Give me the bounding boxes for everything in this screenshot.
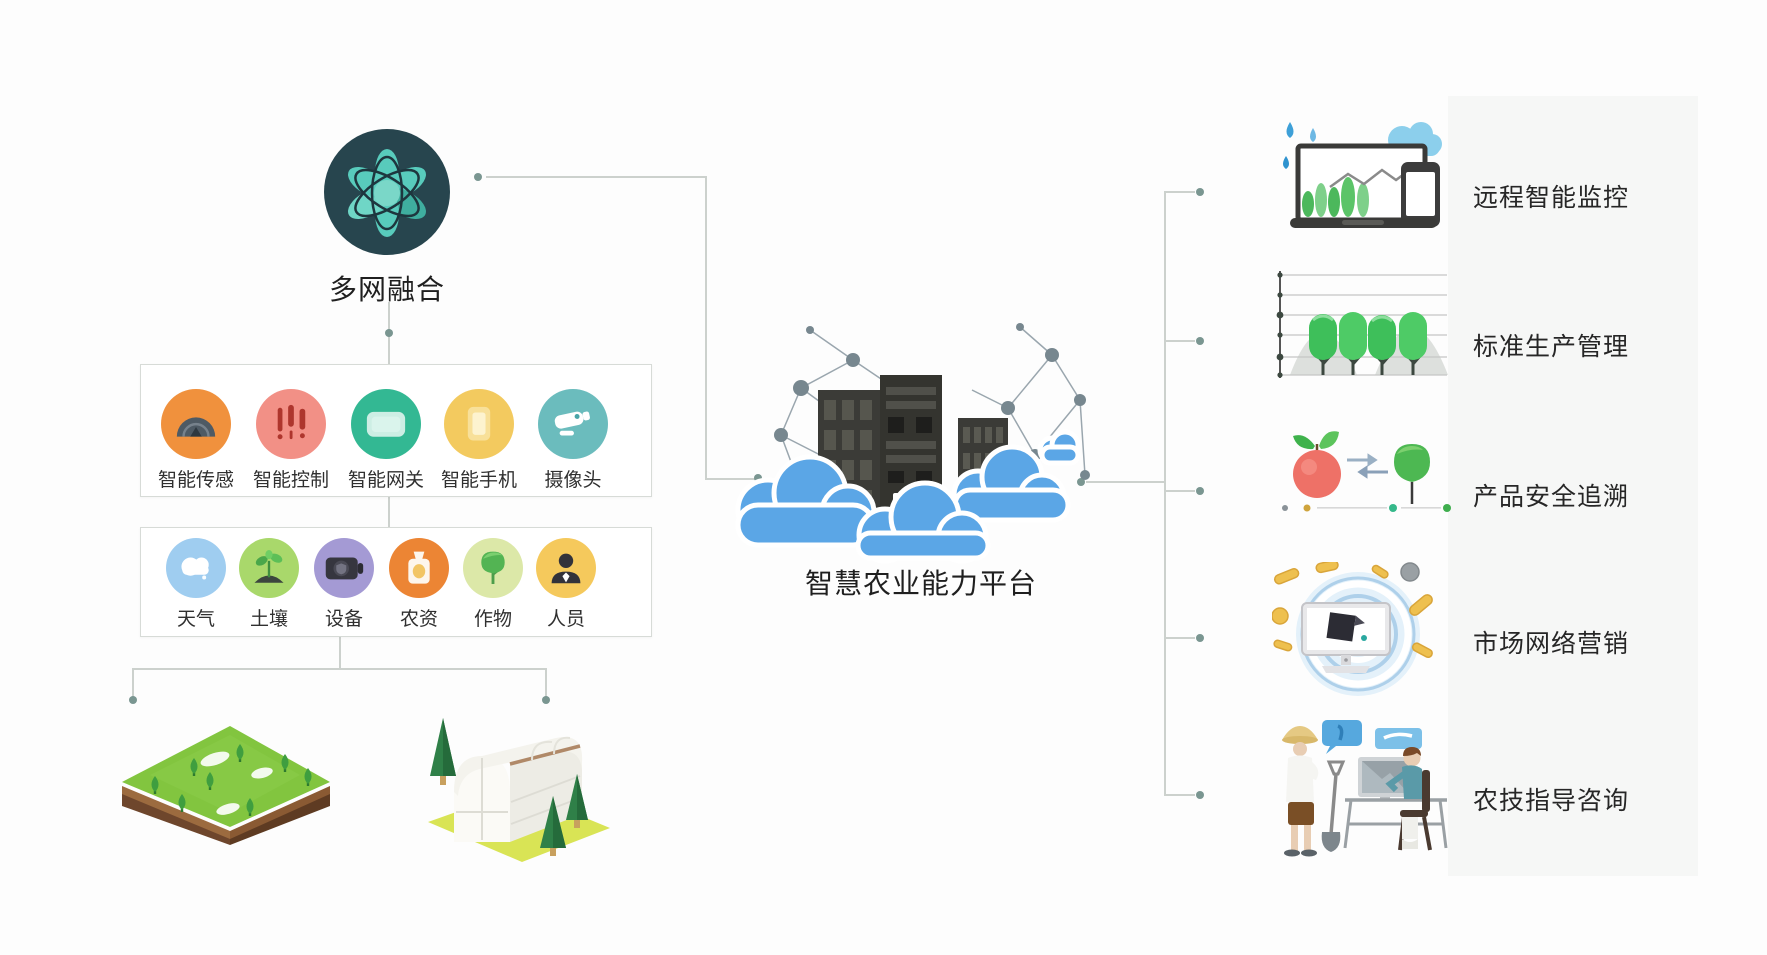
device-item-camera: 摄像头 [525, 389, 621, 492]
connector-dot [1077, 478, 1085, 486]
gateway-icon [351, 389, 421, 459]
connector-branch-left [132, 668, 134, 698]
device-item-label: 智能传感 [157, 469, 234, 491]
data-item-supplies: 农资 [383, 538, 455, 631]
data-item-label: 设备 [324, 608, 363, 630]
farm-field-illustration [122, 726, 330, 845]
data-item-weather: 天气 [160, 538, 232, 631]
connector-dot [474, 173, 482, 181]
data-item-label: 人员 [546, 608, 585, 630]
person-icon [536, 538, 596, 598]
production-management-illustration [1276, 271, 1448, 378]
device-item-label: 智能网关 [347, 469, 424, 491]
greenhouse-illustration [428, 718, 610, 862]
data-item-label: 天气 [176, 608, 215, 630]
gauge-icon [161, 389, 231, 459]
data-item-equipment: 设备 [308, 538, 380, 631]
multi-network-fusion-node [322, 127, 452, 257]
output-label-safety-trace: 产品安全追溯 [1473, 482, 1630, 511]
device-item-label: 智能控制 [252, 469, 329, 491]
connector-outputs-trunk [1164, 191, 1166, 796]
connector-output-branch [1165, 191, 1195, 193]
connector-dot [1196, 634, 1204, 642]
connector-branch-right [545, 668, 547, 698]
equipment-case-icon [314, 538, 374, 598]
device-layer-box: 智能传感 智能控制 智能网关 智能手机 摄像头 [140, 364, 652, 497]
connector-into-platform [705, 478, 759, 480]
device-item-sensing: 智能传感 [148, 389, 244, 492]
device-item-label: 摄像头 [544, 469, 602, 491]
control-sliders-icon [256, 389, 326, 459]
cloud-small [1037, 429, 1081, 466]
crop-tree-icon [463, 538, 523, 598]
network-marketing-illustration [1272, 562, 1433, 696]
connector-dot [542, 696, 550, 704]
smartphone-icon [444, 389, 514, 459]
connector-output-branch [1165, 490, 1195, 492]
connector-branch-horizontal [132, 668, 547, 670]
remote-monitoring-illustration [1283, 122, 1442, 228]
output-label-production-management: 标准生产管理 [1473, 332, 1630, 361]
data-layer-box: 天气 土壤 设备 农资 作物 [140, 527, 652, 637]
connector-dot [385, 329, 393, 337]
cloud-left [735, 454, 877, 548]
data-item-personnel: 人员 [530, 538, 602, 631]
connector-box1-box2 [388, 497, 390, 527]
output-label-network-marketing: 市场网络营销 [1473, 629, 1630, 658]
connector-fusion-down [705, 176, 707, 480]
connector-box2-down [339, 637, 341, 670]
cctv-camera-icon [538, 389, 608, 459]
device-item-gateway: 智能网关 [338, 389, 434, 492]
safety-trace-illustration [1282, 431, 1451, 512]
smart-platform-illustration [735, 323, 1090, 564]
cloud-right [951, 444, 1071, 523]
device-item-label: 智能手机 [440, 469, 517, 491]
supplies-bag-icon [389, 538, 449, 598]
connector-fusion-right [486, 176, 706, 178]
platform-label: 智慧农业能力平台 [804, 567, 1037, 600]
connector-dot [129, 696, 137, 704]
output-label-remote-monitoring: 远程智能监控 [1473, 183, 1630, 212]
connector-dot [1196, 188, 1204, 196]
fusion-label: 多网融合 [328, 273, 445, 306]
device-item-control: 智能控制 [243, 389, 339, 492]
data-item-label: 农资 [399, 608, 438, 630]
connector-dot [1196, 487, 1204, 495]
data-item-label: 作物 [473, 608, 512, 630]
cloud-middle [855, 480, 991, 564]
connector-dot [754, 474, 762, 482]
connector-dot [1196, 791, 1204, 799]
data-item-label: 土壤 [249, 608, 288, 630]
connector-output-branch [1165, 340, 1195, 342]
tech-consulting-illustration [1282, 720, 1448, 857]
connector-output-branch [1165, 637, 1195, 639]
output-label-tech-consulting: 农技指导咨询 [1473, 786, 1630, 815]
weather-cloud-icon [166, 538, 226, 598]
atom-icon [324, 129, 450, 255]
device-item-smartphone: 智能手机 [431, 389, 527, 492]
connector-platform-right [1086, 481, 1165, 483]
soil-sprout-icon [239, 538, 299, 598]
connector-output-branch [1165, 794, 1195, 796]
outputs-panel-background [1448, 96, 1698, 876]
connector-dot [1196, 337, 1204, 345]
data-item-crops: 作物 [457, 538, 529, 631]
data-item-soil: 土壤 [233, 538, 305, 631]
